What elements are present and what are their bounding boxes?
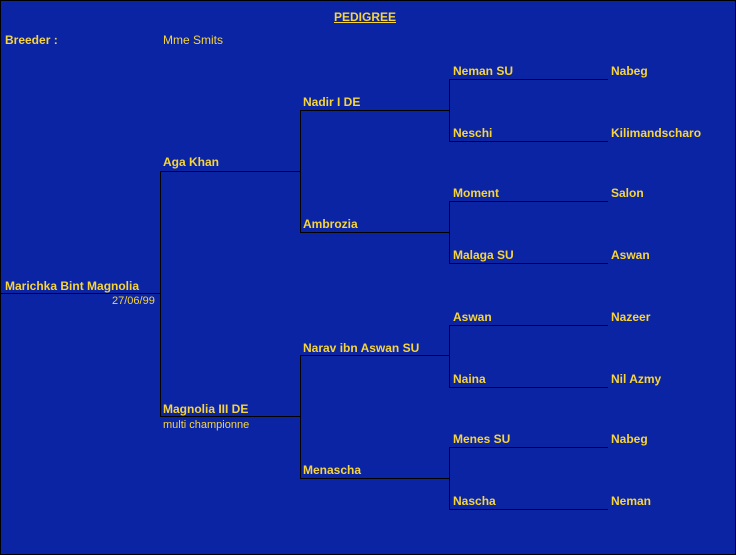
gggp-name: Neman [611, 494, 652, 508]
gggp-name: Kilimandscharo [611, 126, 702, 140]
dam-line [160, 416, 300, 417]
dam-name: Magnolia III DE [163, 402, 249, 416]
great-grandparent-name: Naina [453, 372, 486, 386]
gggp-name: Nabeg [611, 64, 648, 78]
subject-line [1, 293, 160, 294]
breeder-label: Breeder : [5, 33, 58, 47]
grandparent-sire-dam: Ambrozia [303, 217, 358, 231]
dam-connector [300, 355, 301, 478]
grandparent-line [300, 232, 449, 233]
grandparent-line [300, 478, 449, 479]
great-grandparent-name: Neman SU [453, 64, 514, 78]
great-grandparent-name: Aswan [453, 310, 492, 324]
great-grandparent-line [449, 141, 608, 142]
great-grandparent-name: Nascha [453, 494, 496, 508]
grandparent-dam-sire: Narav ibn Aswan SU [303, 341, 420, 355]
great-grandparent-line [449, 263, 608, 264]
great-grandparent-line [449, 325, 608, 326]
subject-date: 27/06/99 [112, 295, 155, 307]
great-grandparent-name: Menes SU [453, 432, 511, 446]
great-grandparent-line [449, 509, 608, 510]
grandparent-sire-sire: Nadir I DE [303, 95, 361, 109]
great-grandparent-name: Malaga SU [453, 248, 514, 262]
great-grandparent-line [449, 387, 608, 388]
ggp-connector [449, 325, 450, 387]
sire-name: Aga Khan [163, 155, 220, 169]
ggp-connector [449, 201, 450, 263]
parents-connector [160, 171, 161, 417]
great-grandparent-line [449, 201, 608, 202]
gggp-name: Nabeg [611, 432, 648, 446]
gggp-name: Nil Azmy [611, 372, 662, 386]
subject-name: Marichka Bint Magnolia [5, 279, 140, 293]
great-grandparent-line [449, 447, 608, 448]
breeder-value: Mme Smits [163, 33, 223, 47]
grandparent-line [300, 110, 449, 111]
ggp-connector [449, 447, 450, 509]
gggp-name: Salon [611, 186, 644, 200]
dam-note: multi championne [163, 419, 250, 431]
sire-line [160, 171, 300, 172]
page-title: PEDIGREE [334, 10, 397, 24]
grandparent-line [300, 355, 449, 356]
gggp-name: Aswan [611, 248, 650, 262]
sire-connector [300, 110, 301, 232]
great-grandparent-line [449, 79, 608, 80]
grandparent-dam-dam: Menascha [303, 463, 362, 477]
great-grandparent-name: Moment [453, 186, 499, 200]
ggp-connector [449, 79, 450, 141]
great-grandparent-name: Neschi [453, 126, 493, 140]
gggp-name: Nazeer [611, 310, 651, 324]
